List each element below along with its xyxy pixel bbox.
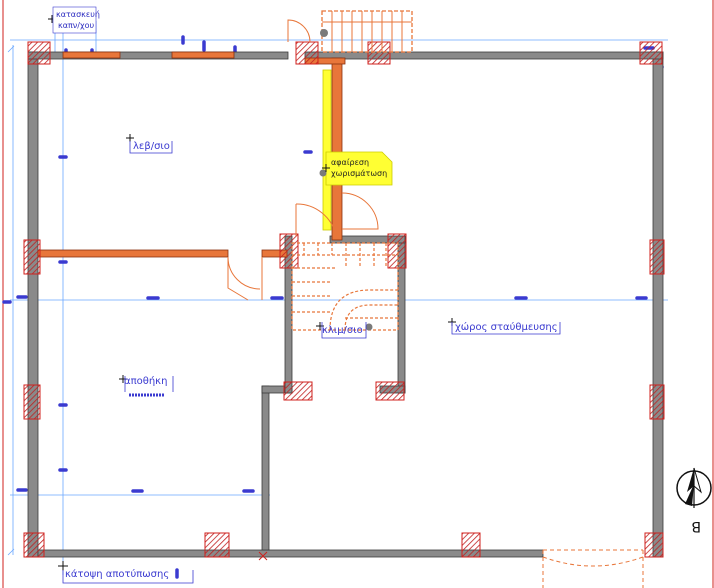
doors	[227, 19, 379, 301]
chimney-label-line2: καπν/χου	[58, 21, 94, 30]
existing-walls	[27, 51, 664, 558]
removal-label[interactable]: αφαίρεση χωρισμάτωση	[331, 158, 387, 178]
room-label-storage[interactable]: αποθήκη	[124, 375, 167, 387]
north-arrow-icon	[676, 467, 712, 508]
north-letter: B	[691, 518, 701, 534]
room-label-living[interactable]: λεβ/σιο	[133, 141, 170, 152]
cross-marker	[258, 551, 268, 561]
room-label-parking[interactable]: χώρος σταύθμευσης	[455, 321, 558, 333]
chimney-label[interactable]: κατασκευή καπν/χου	[52, 6, 100, 34]
label-brackets	[62, 141, 561, 584]
room-label-stair[interactable]: κλιμ/σιο	[322, 325, 363, 336]
columns	[23, 41, 665, 558]
removal-label-line2: χωρισμάτωση	[331, 169, 387, 178]
insertion-markers	[48, 15, 456, 571]
highlighted-partition[interactable]	[322, 69, 393, 231]
chimney-label-line1: κατασκευή	[56, 10, 100, 19]
plan-title[interactable]: κάτοψη αποτύπωσης	[65, 568, 169, 580]
external-staircase	[321, 10, 413, 53]
guide-lines	[7, 21, 668, 575]
removal-label-line1: αφαίρεση	[331, 158, 369, 167]
staircase	[291, 242, 399, 331]
entrance-canopy	[542, 549, 644, 588]
reference-points	[319, 29, 373, 331]
new-walls	[37, 51, 346, 258]
